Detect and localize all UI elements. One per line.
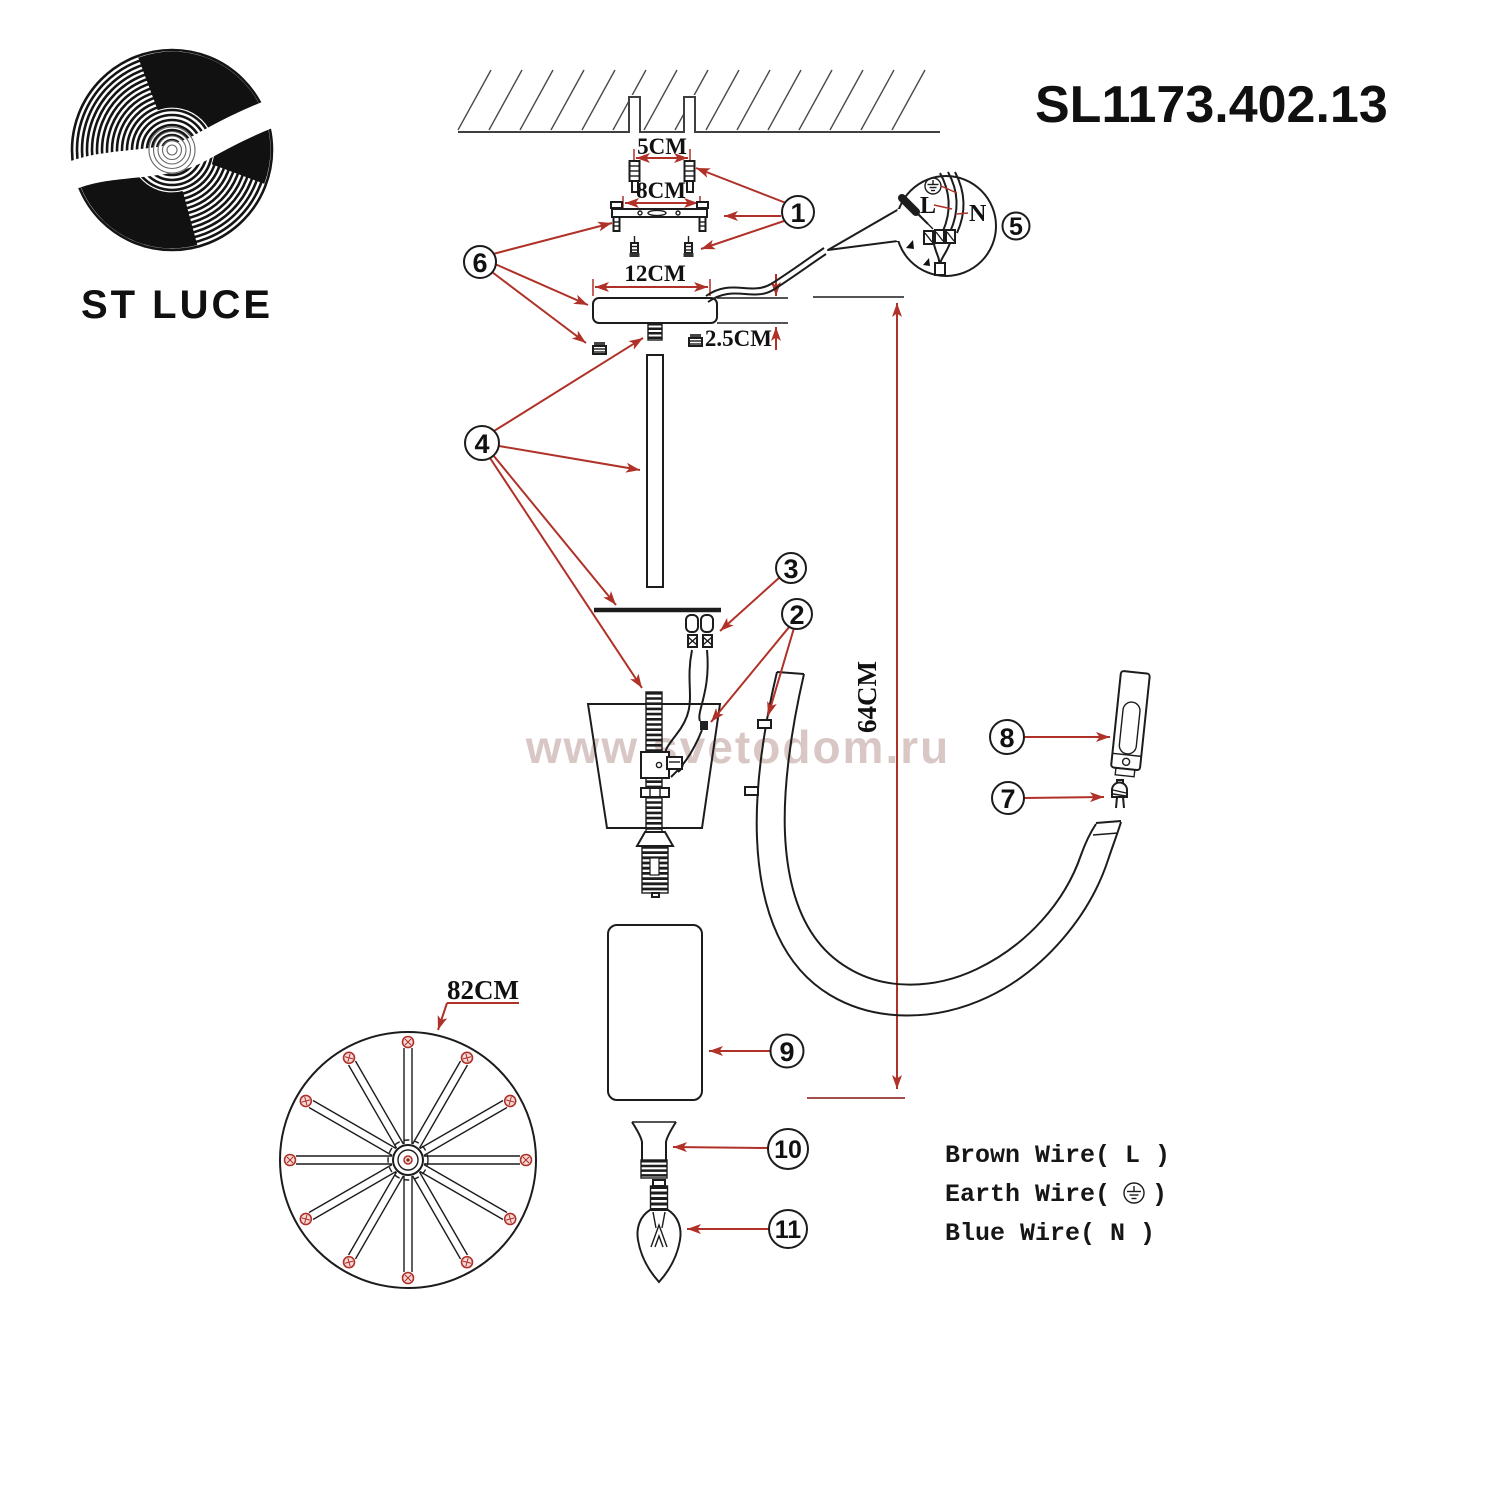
tube-peg-upper <box>757 719 772 729</box>
earth-symbol-icon <box>924 177 942 195</box>
neutral-wire-label: N <box>969 201 987 227</box>
brand-logo-icon <box>60 48 285 252</box>
svg-text:3: 3 <box>783 554 798 584</box>
watermark-text: www.svetodom.ru <box>525 721 950 773</box>
live-wire-label: L <box>920 193 936 219</box>
shade-frame-top-view: 82CM <box>279 975 537 1289</box>
dim-bracket-width: 8CM <box>622 178 701 210</box>
legend-earth-wire-suffix: ) <box>1152 1180 1167 1209</box>
dim-canopy-height: 2.5CM <box>705 274 781 351</box>
callout-1: 1 <box>781 195 815 229</box>
wire-connectors <box>685 614 714 648</box>
callout-3: 3 <box>775 552 807 584</box>
svg-text:8: 8 <box>999 723 1014 753</box>
svg-text:2: 2 <box>789 600 804 630</box>
dim-shade-diameter: 82CM <box>437 975 519 1031</box>
legend-earth-wire-prefix: Earth Wire( <box>945 1180 1110 1209</box>
lamp-socket <box>635 831 675 898</box>
connector-pin <box>1111 779 1128 809</box>
callout-4: 4 <box>464 425 500 461</box>
brand-logo-text: ST LUCE <box>81 283 273 327</box>
canopy-screw-left <box>592 342 607 355</box>
dim-canopy-diameter-label: 12CM <box>624 261 686 286</box>
callout-2: 2 <box>781 598 813 630</box>
model-number: SL1173.402.13 <box>1035 76 1388 134</box>
svg-text:7: 7 <box>1000 784 1015 814</box>
dim-canopy-height-label: 2.5CM <box>705 326 772 351</box>
mounting-screw-left <box>629 236 640 257</box>
hanging-rod <box>646 354 664 588</box>
wire-legend: Brown Wire( L ) Earth Wire( ) Blue Wire(… <box>945 1141 1170 1248</box>
callout-8: 8 <box>989 719 1025 755</box>
screwdriver-icon <box>898 194 934 249</box>
svg-text:4: 4 <box>474 429 489 459</box>
terminal-block <box>923 229 956 276</box>
callout-5: 5 <box>1001 211 1031 241</box>
callout-7: 7 <box>991 781 1025 815</box>
legend-earth-symbol-icon <box>1123 1182 1145 1204</box>
wiring-detail-balloon: L N <box>827 171 997 277</box>
cone-shade <box>586 703 722 829</box>
mains-cable <box>705 247 827 303</box>
svg-text:9: 9 <box>779 1037 794 1067</box>
svg-text:11: 11 <box>775 1216 802 1244</box>
rod-clamp <box>640 751 683 779</box>
wall-anchor-left <box>628 160 641 193</box>
canopy-nipple <box>647 322 663 341</box>
callout-11: 11 <box>768 1209 808 1249</box>
dim-hole-spacing: 5CM <box>633 134 691 166</box>
dim-fixture-height-label: 64CM <box>852 661 882 733</box>
svg-text:10: 10 <box>774 1136 802 1164</box>
cord-grip <box>700 721 708 730</box>
dim-canopy-diameter: 12CM <box>592 261 711 296</box>
threaded-rod-assembly <box>635 691 683 898</box>
tube-peg-lower <box>744 786 759 796</box>
ceiling-section <box>457 69 940 133</box>
wall-anchor-right <box>683 160 696 193</box>
dim-shade-diameter-label: 82CM <box>447 975 519 1005</box>
callout-6: 6 <box>463 245 497 279</box>
canopy-screw-right <box>688 334 703 347</box>
tube-end-cap <box>1110 670 1151 778</box>
legend-brown-wire: Brown Wire( L ) <box>945 1141 1170 1170</box>
callout-9: 9 <box>769 1033 805 1069</box>
light-bulb <box>636 1179 682 1284</box>
socket-cup <box>631 1121 677 1179</box>
svg-text:6: 6 <box>472 248 487 278</box>
leader-lines <box>489 167 1110 1234</box>
ceiling-canopy <box>592 297 788 324</box>
svg-text:1: 1 <box>790 198 805 228</box>
dim-bracket-width-label: 8CM <box>636 178 686 203</box>
callout-10: 10 <box>767 1128 809 1170</box>
legend-blue-wire: Blue Wire( N ) <box>945 1219 1155 1248</box>
mounting-bracket <box>610 201 709 232</box>
mounting-screw-right <box>683 236 694 257</box>
rod-nut <box>640 787 670 798</box>
callout-markers: 1 6 5 4 3 2 8 7 9 10 11 <box>463 195 1031 1249</box>
curved-tube <box>744 671 1122 1017</box>
dim-fixture-height: 64CM <box>807 296 905 1099</box>
dim-hole-spacing-label: 5CM <box>637 134 687 159</box>
svg-text:5: 5 <box>1009 213 1023 241</box>
bulb-filament <box>650 1211 668 1248</box>
spokes <box>283 1035 533 1285</box>
cylinder-diffuser <box>607 924 703 1101</box>
